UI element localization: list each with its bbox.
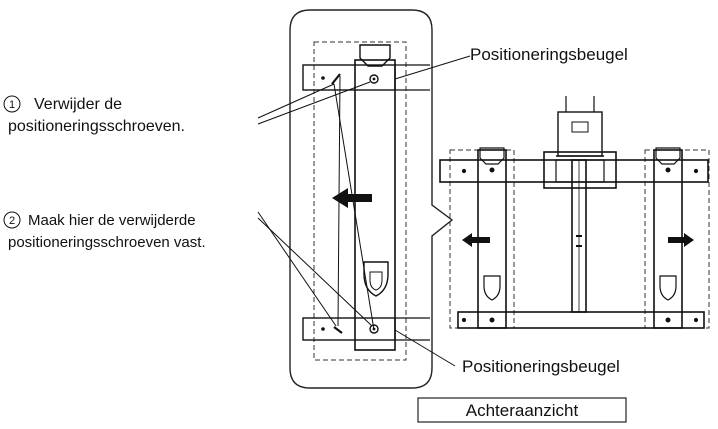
bracket-label-top: Positioneringsbeugel xyxy=(470,45,628,64)
text-labels: Positioneringsbeugel Positioneringsbeuge… xyxy=(3,45,628,376)
bottom-positioning-bracket xyxy=(302,317,430,341)
caption-box xyxy=(417,397,627,423)
vertical-rail xyxy=(354,59,396,351)
step-1: 1 Verwijder de positioneringsschroeven. xyxy=(3,95,185,135)
removed-screw-bottom xyxy=(333,326,343,334)
step-1-number: 1 xyxy=(9,99,15,111)
step-2-badge xyxy=(3,211,21,229)
caption-text: Achteraanzicht xyxy=(466,401,579,420)
view-caption: Achteraanzicht xyxy=(417,397,627,423)
bracket-label-bottom: Positioneringsbeugel xyxy=(462,357,620,376)
detail-callout xyxy=(289,9,454,389)
step-2: 2 Maak hier de verwijderde positionering… xyxy=(3,211,206,251)
step-2-line-2: positioneringsschroeven vast. xyxy=(8,234,206,251)
step-1-line-2: positioneringsschroeven. xyxy=(8,118,185,135)
left-arrow-icon xyxy=(332,188,372,208)
bottom-screw-hole xyxy=(369,324,379,334)
rear-view-drawing xyxy=(439,96,710,329)
leader-lines xyxy=(257,55,471,367)
step-1-badge xyxy=(3,95,21,113)
removed-screw-top xyxy=(331,73,341,85)
expand-right-arrow-icon xyxy=(668,233,694,247)
step-2-number: 2 xyxy=(9,215,15,227)
step-1-line-1: Verwijder de xyxy=(34,96,122,113)
callout-outline xyxy=(289,9,454,389)
expand-left-arrow-icon xyxy=(462,233,490,247)
top-screw-hole xyxy=(369,74,379,84)
dashed-panel-outline xyxy=(313,41,407,361)
handle-cutout xyxy=(363,261,389,297)
step-2-line-1: Maak hier de verwijderde xyxy=(28,212,196,229)
